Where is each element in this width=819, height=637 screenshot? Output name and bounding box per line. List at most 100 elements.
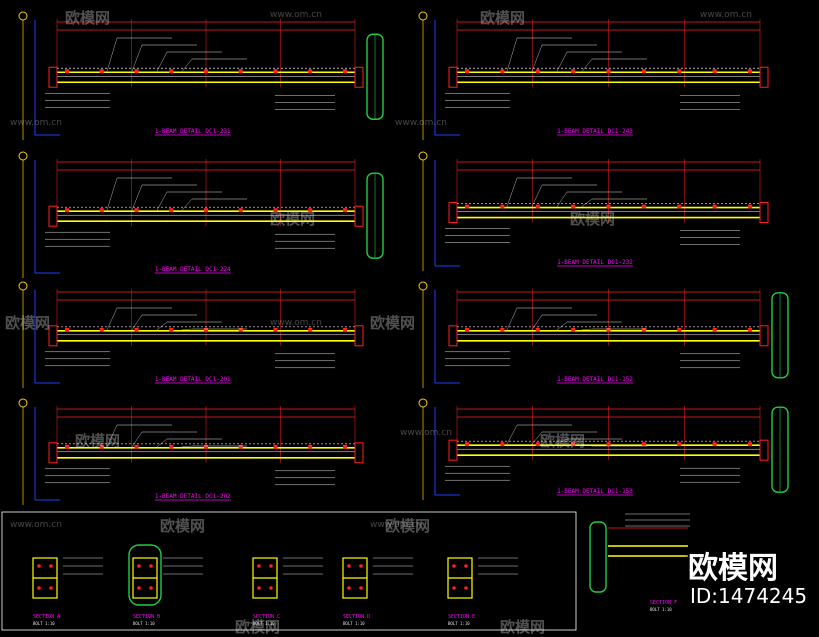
watermark-url: www.om.cn	[400, 428, 452, 438]
leader-line	[106, 307, 118, 330]
corner-detail-scale: BOLT 1:10	[650, 607, 672, 612]
shear-stud	[204, 69, 208, 74]
shear-stud	[748, 442, 752, 447]
leader-line	[156, 321, 168, 330]
shear-stud	[238, 444, 243, 449]
shear-stud	[169, 444, 174, 449]
watermark-text: 欧模网	[5, 314, 51, 332]
leader-line	[131, 184, 143, 211]
watermark-text: 欧模网	[540, 432, 586, 450]
end-plate	[48, 205, 58, 227]
shear-stud	[677, 327, 682, 332]
bolt-mark	[37, 564, 41, 568]
shear-stud	[308, 444, 313, 449]
leader-line	[506, 424, 518, 445]
end-plate	[759, 325, 769, 347]
shear-stud	[535, 69, 540, 74]
section-scale: BOLT 1:10	[448, 621, 470, 626]
leader-line	[531, 431, 543, 445]
shear-stud	[99, 444, 104, 449]
column-section	[589, 521, 607, 593]
end-plate	[759, 439, 769, 461]
bolt-mark	[359, 564, 363, 568]
watermark-url: www.om.cn	[370, 520, 422, 530]
bolt-mark	[257, 564, 261, 568]
detail-title: 1-BEAM DETAIL DC1-202	[155, 493, 231, 500]
bolt-mark	[49, 586, 53, 590]
shear-stud	[571, 69, 576, 74]
leader-line	[581, 198, 593, 207]
watermark-text: 欧模网	[385, 517, 431, 535]
section-title: SECTION E	[448, 614, 475, 620]
leader-line	[181, 328, 193, 330]
bolt-mark	[257, 586, 261, 590]
leader-line	[581, 58, 593, 72]
shear-stud	[500, 204, 505, 209]
shear-stud	[500, 327, 505, 332]
leader-line	[556, 51, 568, 72]
bolt-mark	[137, 564, 141, 568]
shear-stud	[641, 327, 646, 332]
shear-stud	[465, 442, 469, 447]
shear-stud	[712, 327, 717, 332]
end-plate	[759, 66, 769, 88]
shear-stud	[712, 442, 717, 447]
shear-stud	[134, 208, 139, 213]
detail-title: 1-BEAM DETAIL DC1-243	[557, 128, 633, 135]
shear-stud	[677, 442, 682, 447]
leader-line	[156, 51, 168, 72]
watermark-text: 欧模网	[570, 210, 616, 228]
shear-stud	[748, 204, 752, 209]
beam-detail: 1-BEAM DETAIL DC1-152	[418, 281, 789, 388]
shear-stud	[571, 442, 576, 447]
shear-stud	[343, 69, 347, 74]
end-plate	[448, 439, 458, 461]
shear-stud	[308, 327, 313, 332]
end-plate	[448, 325, 458, 347]
bolt-mark	[452, 586, 456, 590]
end-plate	[354, 205, 364, 227]
shear-stud	[712, 204, 717, 209]
shear-stud	[641, 442, 646, 447]
leader-line	[106, 37, 118, 72]
beam-detail: 1-BEAM DETAIL DC1-243	[418, 11, 769, 140]
shear-stud	[535, 204, 540, 209]
shear-stud	[238, 69, 243, 74]
detail-title: 1-BEAM DETAIL DC1-231	[155, 128, 231, 135]
leader-line	[156, 191, 168, 211]
shear-stud	[204, 444, 208, 449]
shear-stud	[65, 327, 69, 332]
shear-stud	[748, 327, 752, 332]
shear-stud	[65, 69, 69, 74]
leader-line	[106, 177, 118, 211]
bolt-mark	[359, 586, 363, 590]
detail-title: 1-BEAM DETAIL DC1-232	[557, 259, 633, 266]
watermark-text: 欧模网	[270, 210, 316, 228]
watermark-text: 欧模网	[500, 618, 546, 636]
leader-line	[531, 314, 543, 330]
shear-stud	[308, 208, 313, 213]
shear-stud	[535, 327, 540, 332]
shear-stud	[169, 69, 174, 74]
shear-stud	[343, 208, 347, 213]
bolt-mark	[347, 586, 351, 590]
leader-line	[131, 431, 143, 447]
leader-line	[156, 438, 168, 447]
bolt-mark	[149, 564, 153, 568]
watermark-url: www.om.cn	[10, 118, 62, 128]
bolt-mark	[49, 564, 53, 568]
shear-stud	[169, 208, 174, 213]
leader-line	[506, 307, 518, 330]
beam-detail: 1-BEAM DETAIL DC1-224	[18, 151, 384, 278]
bolt-mark	[347, 564, 351, 568]
end-plate	[759, 202, 769, 224]
shear-stud	[204, 327, 208, 332]
bolt-mark	[452, 564, 456, 568]
bolt-mark	[269, 586, 273, 590]
shear-stud	[465, 204, 469, 209]
shear-stud	[65, 208, 69, 213]
